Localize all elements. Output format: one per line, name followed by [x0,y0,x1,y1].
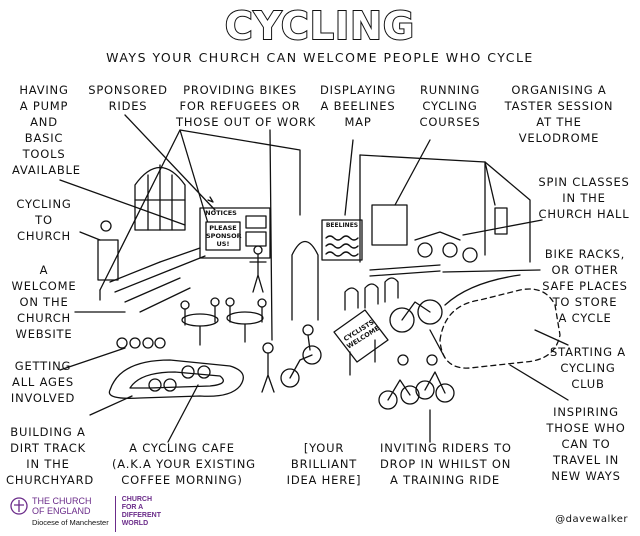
artist-credit: @davewalker [555,514,628,525]
coe-line-1: THE CHURCH [32,496,92,506]
beelines-board-sign: BEELINES [325,222,359,229]
coe-emblem-icon [10,497,28,515]
notice-board [199,207,271,259]
bike-racks [344,264,443,333]
footer-separator [114,496,116,532]
page-subtitle: WAYS YOUR CHURCH CAN WELCOME PEOPLE WHO … [106,50,534,65]
church-of-england-logo: THE CHURCH OF ENGLAND Diocese of Manches… [10,496,109,528]
bikes-pole [269,129,273,341]
riders-center [261,324,322,393]
arched-doorway [291,240,319,321]
dashed-car [439,288,561,369]
coe-line-2: OF ENGLAND [32,506,91,516]
diocese-name: Diocese of Manchester [32,518,109,527]
church-building [97,129,301,313]
training-riders [378,354,455,410]
gothic-window-icon [134,167,186,231]
cafe-tables [180,297,267,346]
footer-logos: THE CHURCH OF ENGLAND Diocese of Manches… [10,496,161,532]
page-title: CYCLING [224,3,416,49]
pulpit-icon [97,239,119,281]
church-hall [359,154,531,263]
cyclists-welcome-sign [333,309,389,376]
pointer-arrows [59,114,569,443]
notices-sign: NOTICES [205,209,237,217]
beelines-map [321,219,363,261]
